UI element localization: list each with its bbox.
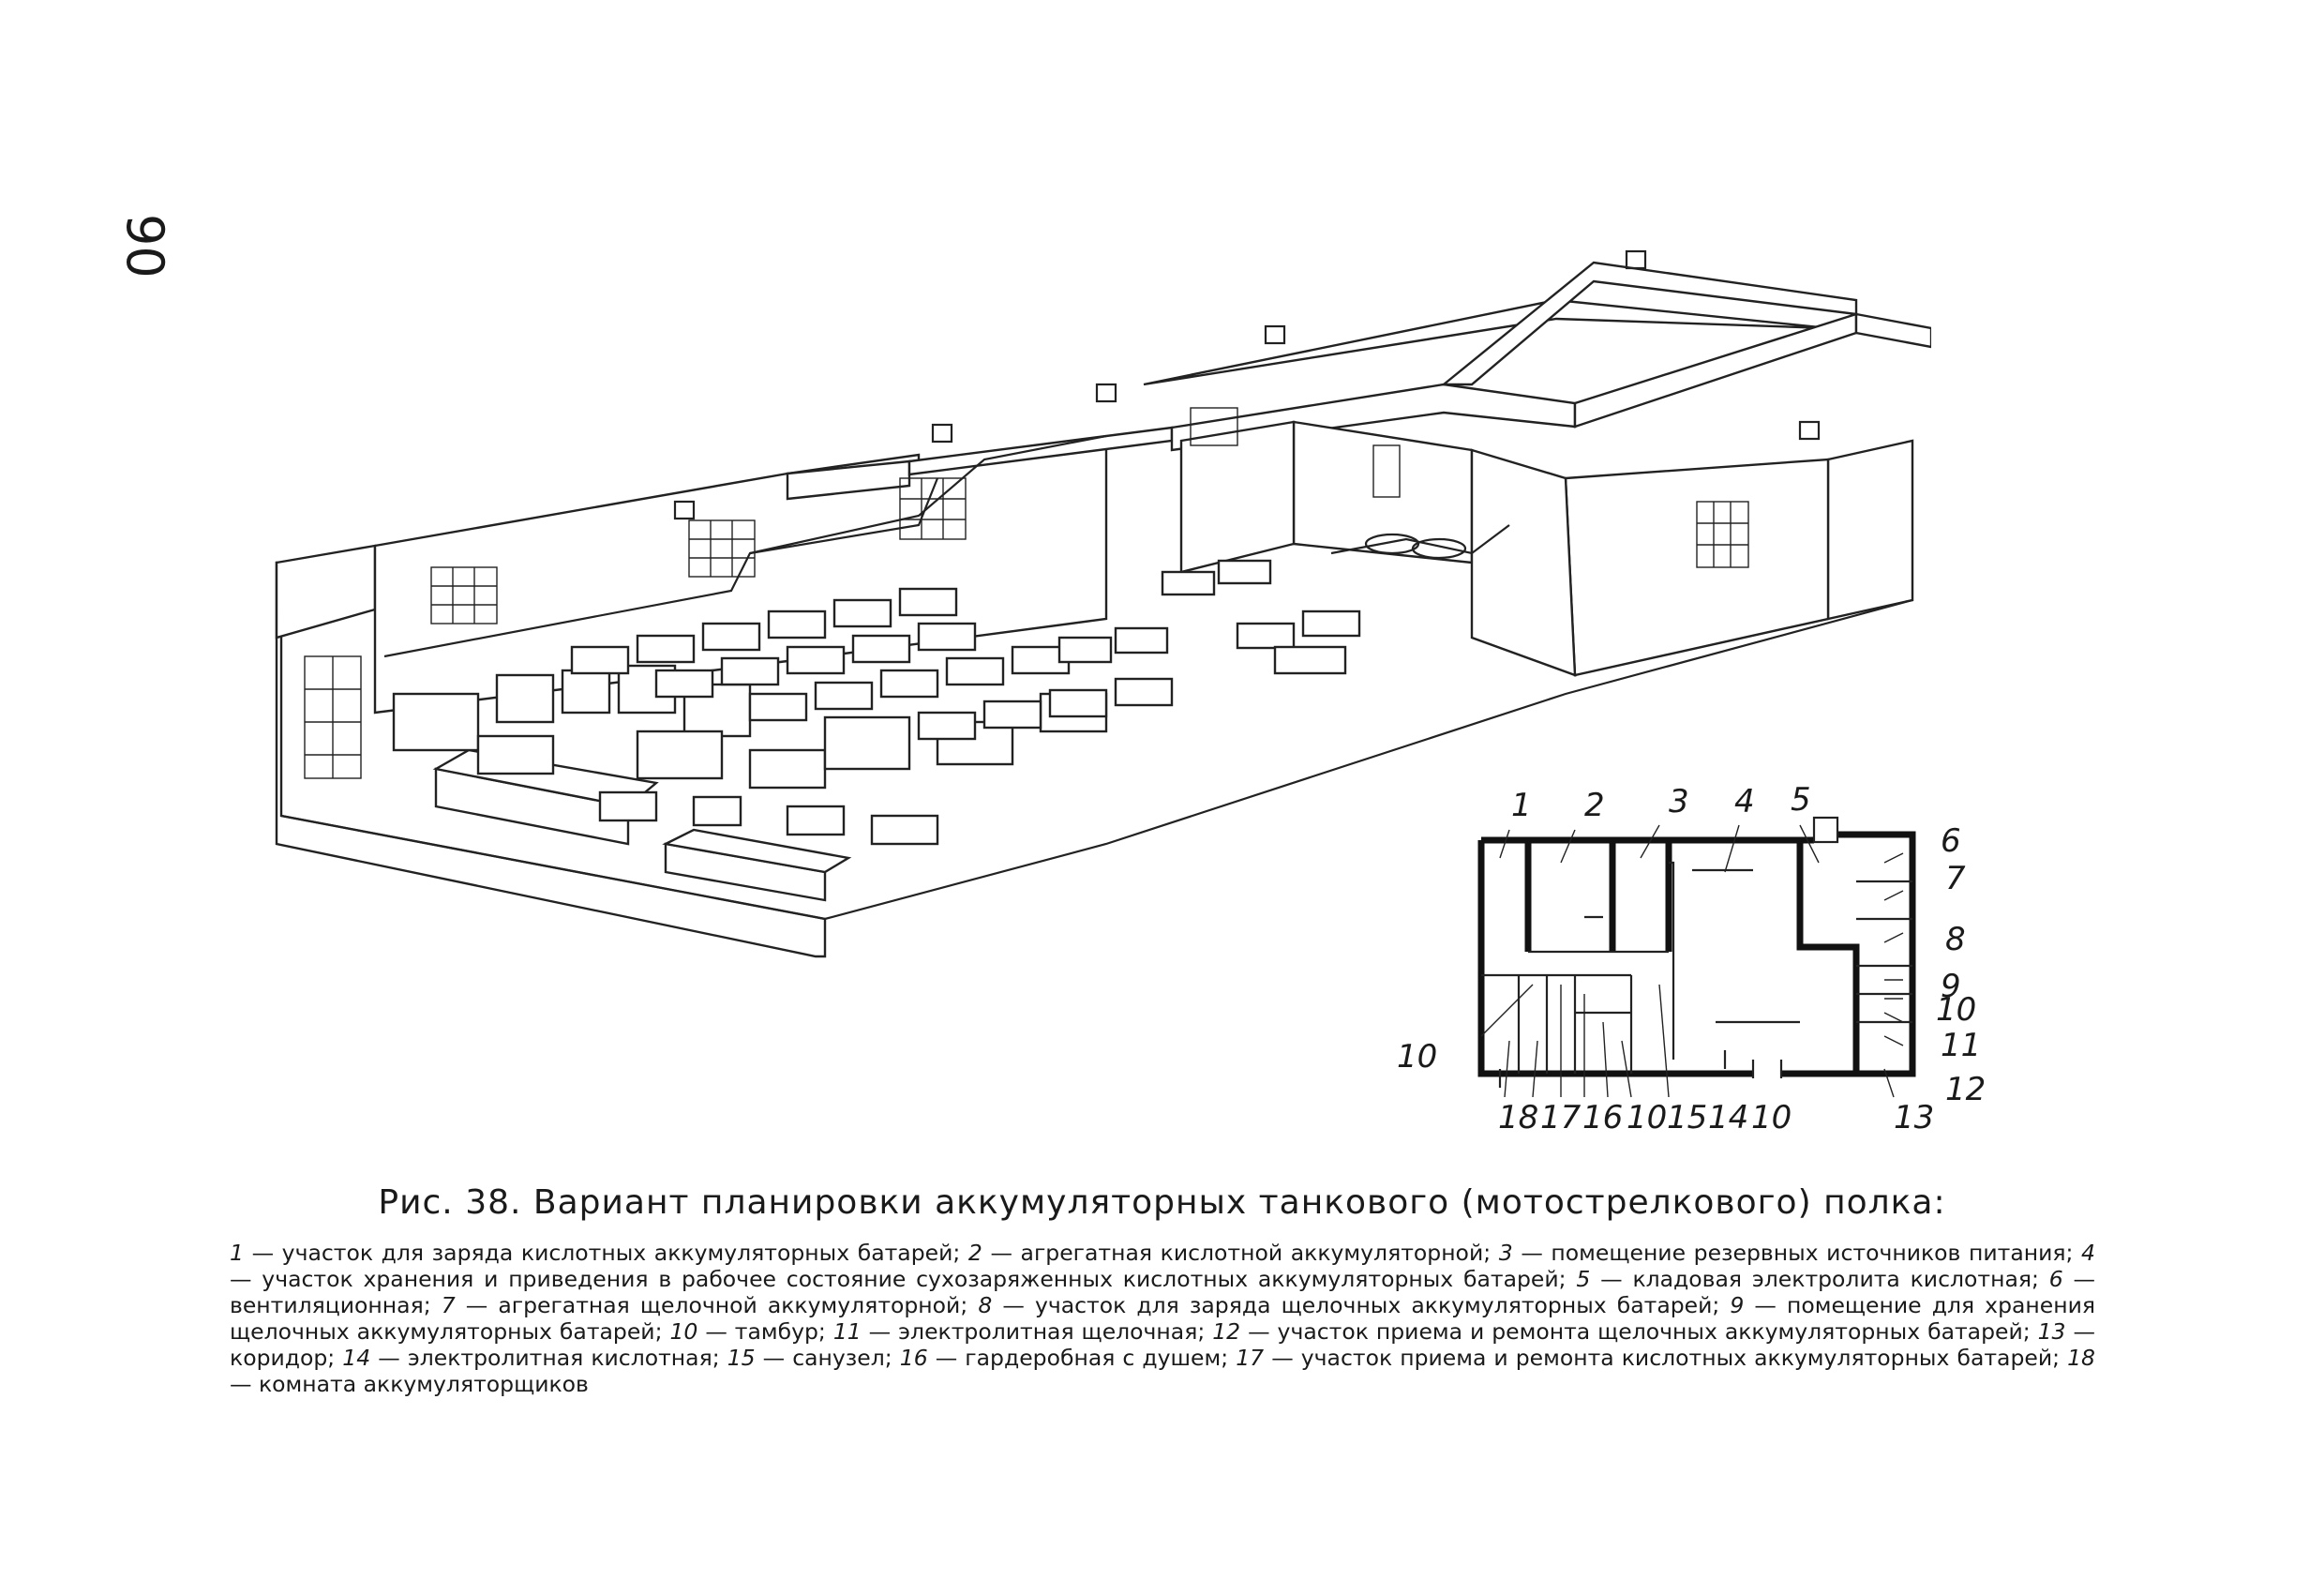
legend-item-text: — электролитная кислотная;: [370, 1345, 727, 1371]
plan-label-10-right: 10: [1936, 991, 1977, 1029]
legend-item-text: — агрегатная щелочной аккумуляторной;: [455, 1292, 979, 1318]
legend-item-number: 16: [899, 1345, 928, 1371]
plan-label-16: 16: [1582, 1099, 1624, 1136]
plan-label-11: 11: [1941, 1027, 1982, 1064]
plan-label-10-left: 10: [1397, 1038, 1438, 1076]
legend-item-text: — участок хранения и приведения в рабоче…: [230, 1266, 1577, 1292]
legend-item-text: — тамбур;: [697, 1318, 833, 1345]
legend-item: 16 — гардеробная с душем;: [900, 1345, 1236, 1371]
floor-plan: [1477, 816, 1916, 1098]
legend-item: 8 — участок для заряда щелочных аккумуля…: [978, 1292, 1730, 1318]
isometric-cutaway-illustration: [275, 249, 1931, 958]
legend-item-text: — помещение для хранения щелочных аккуму…: [230, 1292, 2095, 1345]
legend-item-number: 14: [342, 1345, 371, 1371]
plan-label-15: 15: [1667, 1099, 1708, 1136]
legend-item-number: 5: [1576, 1266, 1591, 1292]
plan-label-18: 18: [1498, 1099, 1539, 1136]
plan-label-14: 14: [1708, 1099, 1749, 1136]
legend-item-number: 10: [669, 1318, 698, 1345]
legend-item-text: — участок для заряда кислотных аккумулят…: [243, 1240, 968, 1266]
legend-item-text: — электролитная щелочная;: [861, 1318, 1213, 1345]
legend-item: 14 — электролитная кислотная;: [342, 1345, 727, 1371]
plan-label-1: 1: [1511, 787, 1532, 824]
legend-item-text: — помещение резервных источников питания…: [1512, 1240, 2082, 1266]
legend-item-number: 17: [1236, 1345, 1265, 1371]
legend-item: 3 — помещение резервных источников питан…: [1499, 1240, 2081, 1266]
legend-item-number: 6: [2048, 1266, 2063, 1292]
legend-item-number: 2: [967, 1240, 982, 1266]
legend-item-number: 7: [441, 1292, 456, 1318]
plan-label-7: 7: [1945, 860, 1966, 897]
legend-item-number: 18: [2067, 1345, 2095, 1371]
legend-item: 7 — агрегатная щелочной аккумуляторной;: [442, 1292, 979, 1318]
legend-item-number: 12: [1212, 1318, 1241, 1345]
plan-label-17: 17: [1540, 1099, 1582, 1136]
plan-label-9: 9: [1941, 968, 1961, 1005]
plan-label-6: 6: [1941, 822, 1961, 860]
legend-item-text: — участок приема и ремонта кислотных акк…: [1264, 1345, 2068, 1371]
legend-item-number: 11: [832, 1318, 862, 1345]
legend-item: 5 — кладовая электролита кислотная;: [1576, 1266, 2048, 1292]
legend-item: 9 — помещение для хранения щелочных акку…: [230, 1292, 2095, 1345]
legend-item-text: — санузел;: [755, 1345, 900, 1371]
plan-label-5: 5: [1791, 781, 1811, 819]
legend-item: 2 — агрегатная кислотной аккумуляторной;: [968, 1240, 1499, 1266]
plan-label-3: 3: [1669, 783, 1689, 820]
plan-label-10-bottom-b: 10: [1751, 1099, 1792, 1136]
plan-label-8: 8: [1945, 921, 1966, 958]
plan-label-10-bottom-a: 10: [1627, 1099, 1668, 1136]
legend-item-number: 4: [2081, 1240, 2095, 1266]
legend-item-text: — комната аккумуляторщиков: [230, 1371, 589, 1397]
page-number: 90: [115, 214, 174, 278]
legend-item-text: — участок для заряда щелочных аккумулято…: [992, 1292, 1731, 1318]
plan-label-12: 12: [1945, 1071, 1987, 1108]
legend-item-text: — участок приема и ремонта щелочных акку…: [1240, 1318, 2038, 1345]
legend-item: 18 — комната аккумуляторщиков: [230, 1345, 2095, 1397]
legend-item-text: — гардеробная с душем;: [927, 1345, 1237, 1371]
plan-label-13: 13: [1894, 1099, 1935, 1136]
figure-caption-title: Рис. 38. Вариант планировки аккумуляторн…: [378, 1183, 1946, 1222]
legend-item-number: 3: [1498, 1240, 1513, 1266]
legend-item-text: — агрегатная кислотной аккумуляторной;: [982, 1240, 1499, 1266]
legend-item-number: 9: [1730, 1292, 1745, 1318]
legend-item-number: 13: [2037, 1318, 2066, 1345]
legend-item: 11 — электролитная щелочная;: [833, 1318, 1212, 1345]
plan-label-2: 2: [1584, 787, 1605, 824]
legend-item: 12 — участок приема и ремонта щелочных а…: [1212, 1318, 2037, 1345]
legend-item: 13 — коридор;: [230, 1318, 2095, 1371]
legend-item: 17 — участок приема и ремонта кислотных …: [1236, 1345, 2067, 1371]
legend-item: 15 — санузел;: [727, 1345, 900, 1371]
legend-item-number: 1: [230, 1240, 244, 1266]
legend-item: 4 — участок хранения и приведения в рабо…: [230, 1240, 2095, 1292]
legend-item: 1 — участок для заряда кислотных аккумул…: [230, 1240, 968, 1266]
legend-item-text: — вентиляционная;: [230, 1266, 2095, 1318]
legend-item-number: 8: [978, 1292, 993, 1318]
legend-item-text: — коридор;: [230, 1318, 2095, 1371]
plan-label-4: 4: [1734, 783, 1755, 820]
legend-item: 10 — тамбур;: [669, 1318, 832, 1345]
figure-legend: 1 — участок для заряда кислотных аккумул…: [230, 1240, 2095, 1397]
legend-item-text: — кладовая электролита кислотная;: [1590, 1266, 2049, 1292]
legend-item-number: 15: [727, 1345, 756, 1371]
legend-item: 6 — вентиляционная;: [230, 1266, 2095, 1318]
